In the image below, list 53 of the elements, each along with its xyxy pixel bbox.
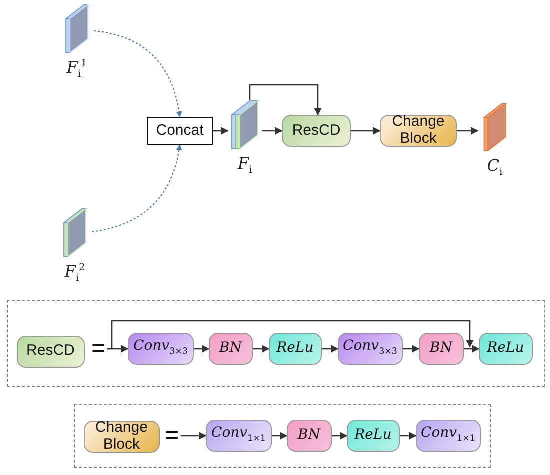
layer-box (268, 332, 322, 365)
equals-sign: = (92, 336, 106, 361)
arrow (272, 432, 288, 440)
block-label: Change Block (94, 420, 149, 454)
arrow (322, 345, 339, 353)
block-label: Change Block (391, 114, 446, 148)
process-box (147, 117, 213, 145)
layer-box (418, 332, 464, 365)
layer-box (282, 115, 351, 147)
arrow (213, 127, 229, 135)
math-label: C$_{i}$ (487, 156, 503, 178)
arrow (94, 30, 182, 118)
layer-box (16, 336, 85, 368)
arrow (351, 127, 381, 135)
block-label: Conv$_{3×3}$ (342, 339, 398, 358)
dashed-group-box (7, 300, 545, 387)
arrow (92, 144, 182, 233)
arrow (400, 432, 417, 440)
block-label: Conv$_{3×3}$ (133, 339, 188, 358)
equals-sign: = (165, 424, 180, 448)
arrow (332, 432, 348, 440)
block-label: Concat (156, 122, 204, 140)
dashed-group-box (74, 404, 491, 468)
layer-box (286, 420, 332, 452)
layer-box (84, 420, 160, 453)
layer-box (380, 115, 457, 147)
layer-box (208, 332, 253, 365)
layer-box (416, 420, 481, 452)
block-label: ReLu (487, 340, 524, 357)
layer-box (478, 332, 533, 365)
arrow (253, 345, 270, 353)
block-label: Conv$_{1×1}$ (211, 426, 266, 445)
layer-box (346, 420, 400, 452)
arrow (457, 127, 479, 135)
block-label: ReLu (276, 340, 314, 357)
layer-box (128, 332, 194, 365)
layer-box (338, 332, 403, 365)
block-label: BN (298, 428, 320, 444)
block-label: ReLu (354, 428, 392, 444)
arrow (464, 345, 480, 353)
arrow (107, 320, 474, 350)
block-label: Conv$_{1×1}$ (420, 426, 476, 445)
arrow (403, 345, 420, 353)
arrow (262, 127, 283, 135)
arrow (181, 432, 207, 440)
block-label: BN (430, 340, 452, 357)
layer-box (206, 420, 272, 452)
math-label: F$_{i}$ (238, 154, 252, 176)
block-label: ResCD (26, 343, 75, 360)
block-label: ResCD (292, 122, 341, 140)
arrow (194, 345, 210, 353)
block-label: BN (219, 340, 242, 357)
arrow (249, 84, 322, 116)
